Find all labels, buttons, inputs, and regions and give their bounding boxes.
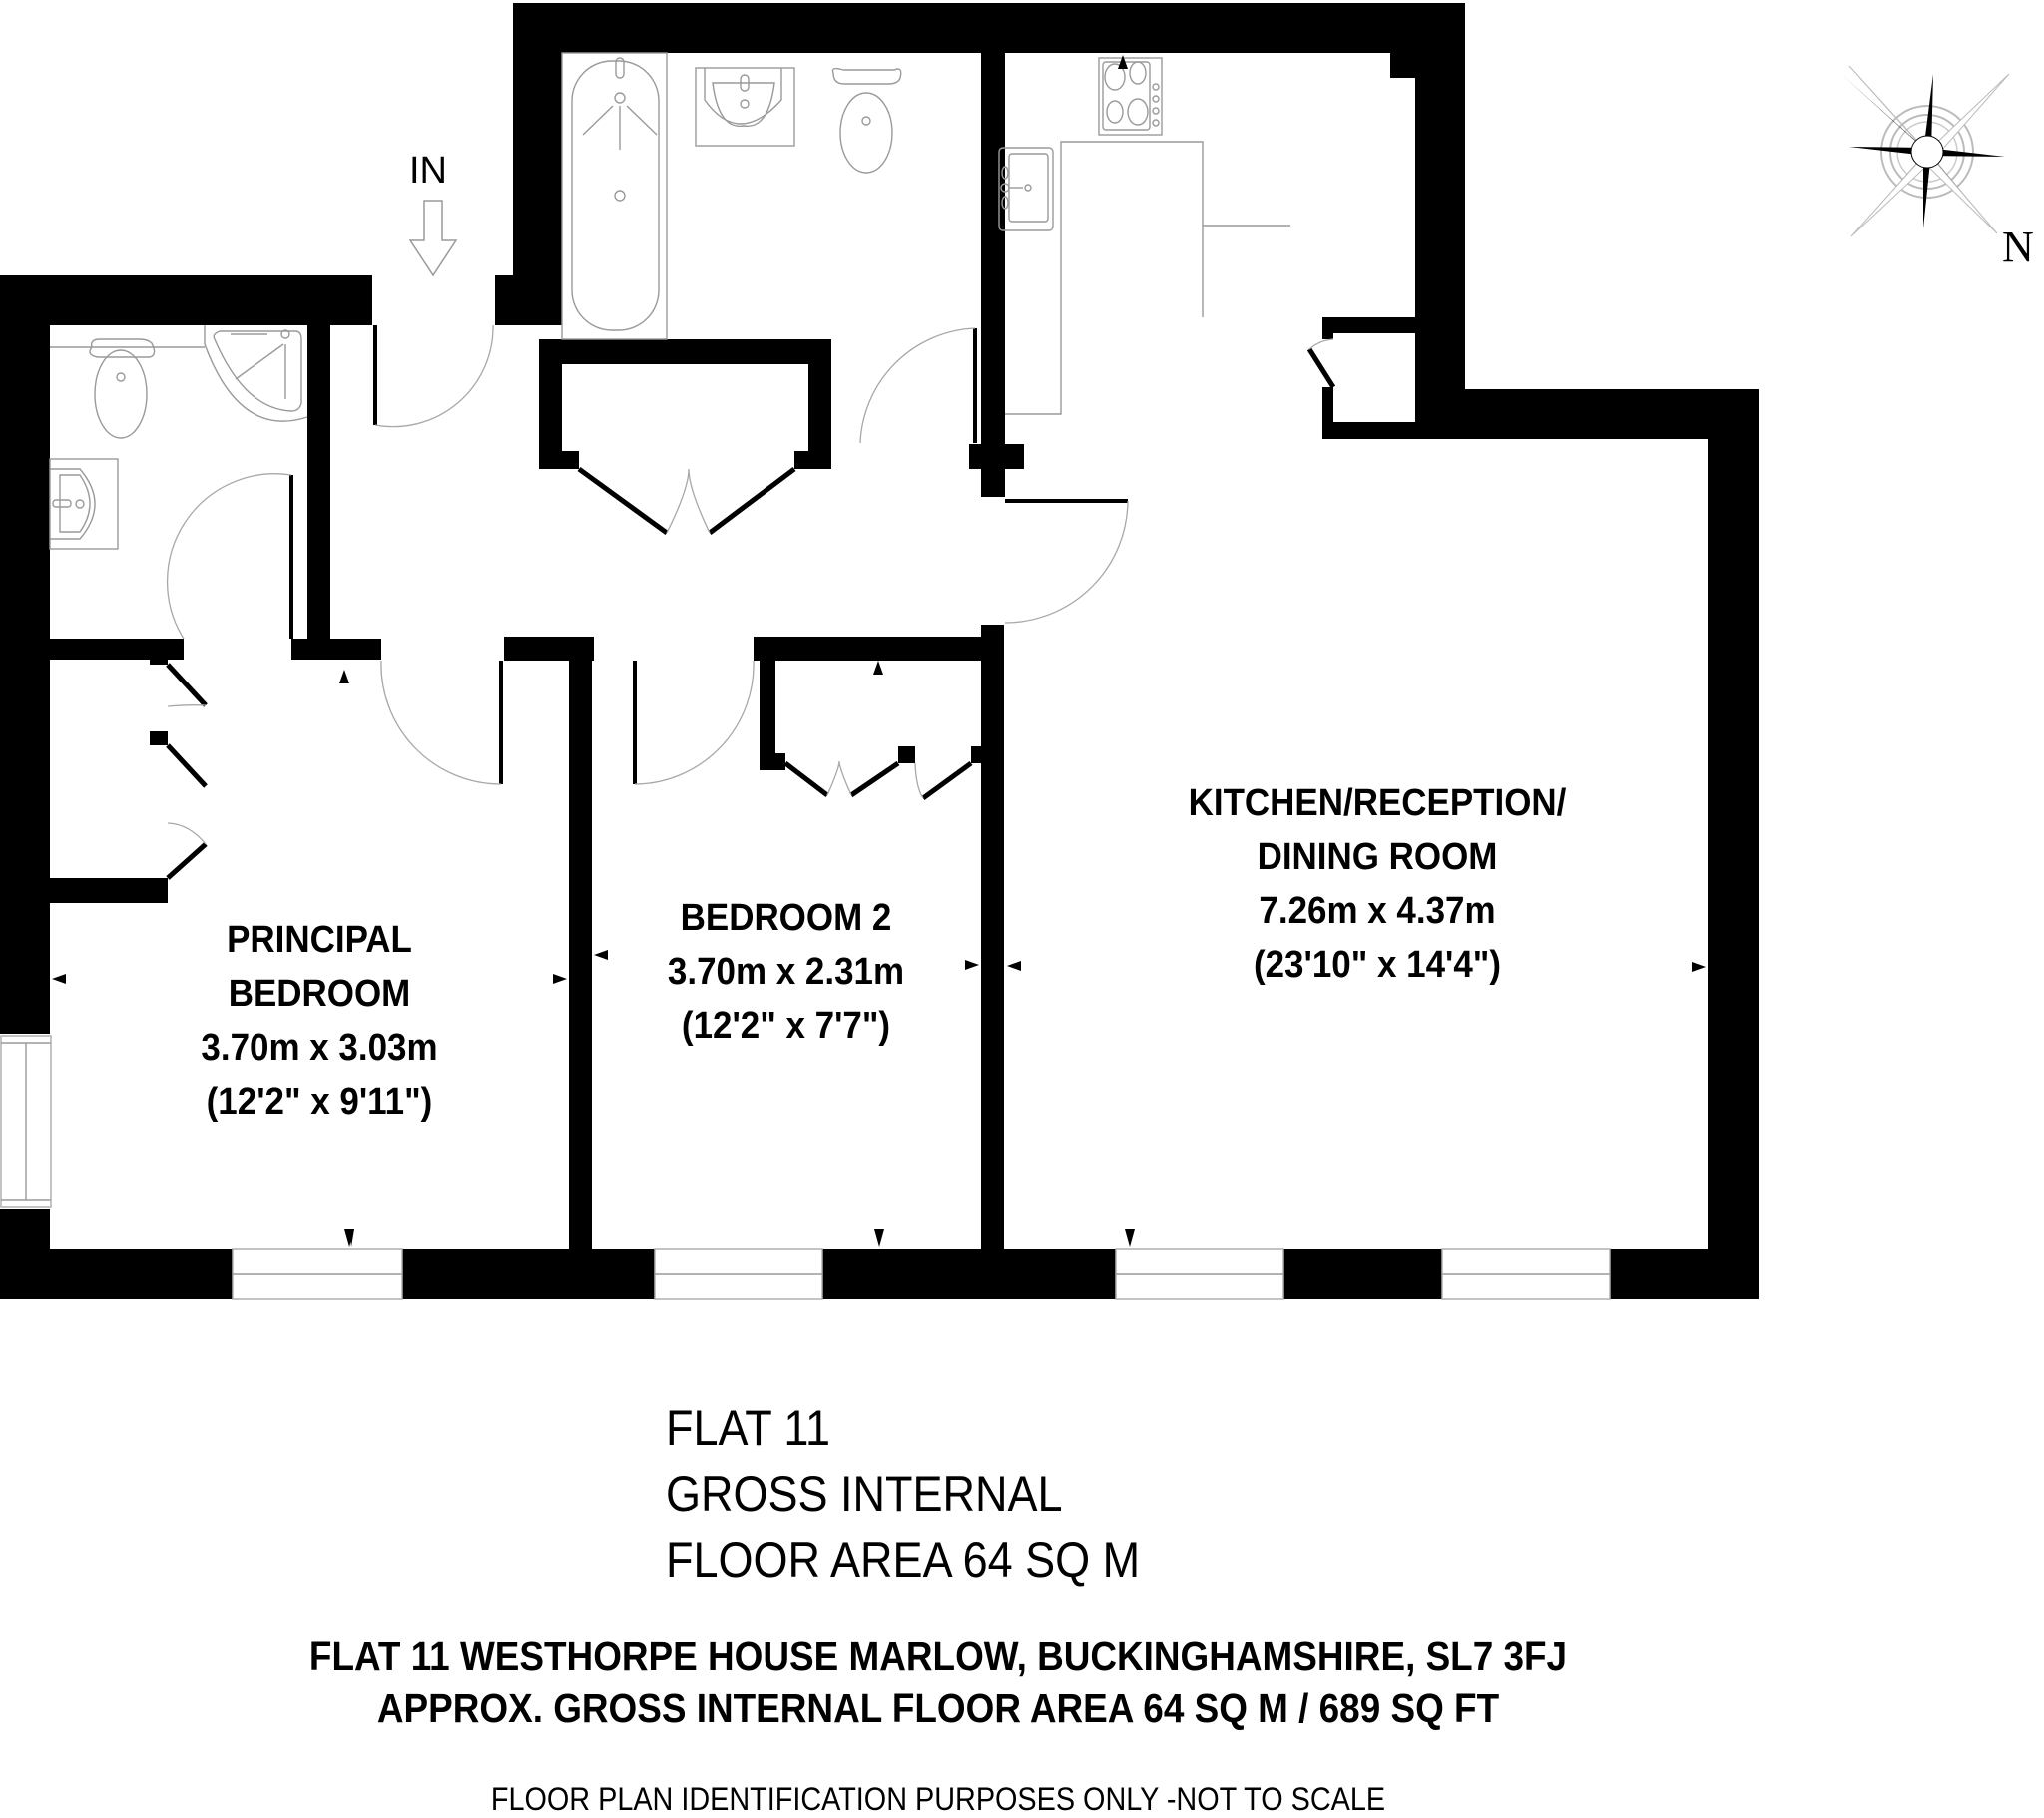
- doors: [166, 324, 1336, 880]
- gross-area-statement: APPROX. GROSS INTERNAL FLOOR AREA 64 SQ …: [376, 1685, 1500, 1731]
- north-label: N: [2002, 223, 2034, 271]
- down-arrow-icon: [408, 200, 458, 277]
- summary-line-1: FLAT 11: [666, 1400, 831, 1456]
- dimension-markers: [52, 55, 1706, 1247]
- room-name: BEDROOM 2: [680, 897, 892, 939]
- principal-bedroom-door: [380, 660, 503, 785]
- room-name: BEDROOM: [228, 973, 411, 1015]
- room-name: DINING ROOM: [1257, 836, 1498, 878]
- hall-cupboard-doors: [577, 466, 796, 536]
- room-dimensions-imperial: (12'2" x 9'11"): [206, 1081, 433, 1123]
- toilet-icon: [50, 338, 205, 439]
- entrance-label: IN: [409, 150, 447, 192]
- summary-line-2: GROSS INTERNAL: [666, 1466, 1063, 1522]
- room-label-principal-bedroom: PRINCIPAL BEDROOM 3.70m x 3.03m (12'2" x…: [136, 913, 503, 1129]
- basin-icon: [695, 67, 795, 147]
- window-principal-bedroom: [232, 1248, 403, 1300]
- bedroom-2-door: [633, 660, 755, 785]
- room-name: PRINCIPAL: [227, 919, 412, 961]
- ensuite-fixtures: [49, 325, 308, 550]
- window-kitchen-1: [1115, 1248, 1284, 1300]
- kitchen-store-door: [1306, 338, 1336, 389]
- bath-icon: [561, 52, 668, 340]
- entrance-door: [373, 324, 494, 428]
- floor-area-summary: FLAT 11 GROSS INTERNAL FLOOR AREA 64 SQ …: [666, 1395, 1140, 1592]
- ensuite-door: [166, 473, 293, 640]
- toilet-icon: [831, 67, 902, 174]
- room-dimensions-metric: 3.70m x 3.03m: [201, 1027, 438, 1069]
- room-name: KITCHEN/RECEPTION/: [1188, 782, 1567, 824]
- window-bedroom-2: [654, 1248, 823, 1300]
- worktop: [1005, 141, 1290, 415]
- property-address: FLAT 11 WESTHORPE HOUSE MARLOW, BUCKINGH…: [308, 1633, 1568, 1679]
- room-label-kitchen-reception-dining: KITCHEN/RECEPTION/ DINING ROOM 7.26m x 4…: [1102, 776, 1653, 992]
- windows: [0, 1035, 1611, 1300]
- compass-rose-icon: [1841, 65, 2010, 237]
- bathroom-door: [859, 327, 977, 444]
- room-dimensions-metric: 7.26m x 4.37m: [1259, 890, 1496, 932]
- kitchen-fixtures: [998, 57, 1290, 415]
- disclaimer: FLOOR PLAN IDENTIFICATION PURPOSES ONLY …: [490, 1781, 1386, 1817]
- basin-icon: [49, 458, 119, 550]
- room-label-bedroom-2: BEDROOM 2 3.70m x 2.31m (12'2" x 7'7"): [614, 891, 958, 1053]
- shower-icon: [204, 325, 308, 422]
- room-dimensions-imperial: (23'10" x 14'4"): [1253, 944, 1502, 986]
- window-kitchen-2: [1441, 1248, 1611, 1300]
- sink-icon: [998, 147, 1054, 231]
- hob-icon: [1098, 57, 1163, 136]
- bedroom2-wardrobe-doors: [783, 760, 973, 801]
- principal-wardrobe-doors: [166, 663, 208, 880]
- room-dimensions-metric: 3.70m x 2.31m: [667, 951, 905, 993]
- kitchen-door: [1004, 499, 1129, 624]
- bathroom-fixtures: [561, 52, 902, 340]
- room-dimensions-imperial: (12'2" x 7'7"): [681, 1005, 891, 1047]
- summary-line-3: FLOOR AREA 64 SQ M: [666, 1532, 1141, 1588]
- window-principal-bedroom-side: [0, 1035, 52, 1208]
